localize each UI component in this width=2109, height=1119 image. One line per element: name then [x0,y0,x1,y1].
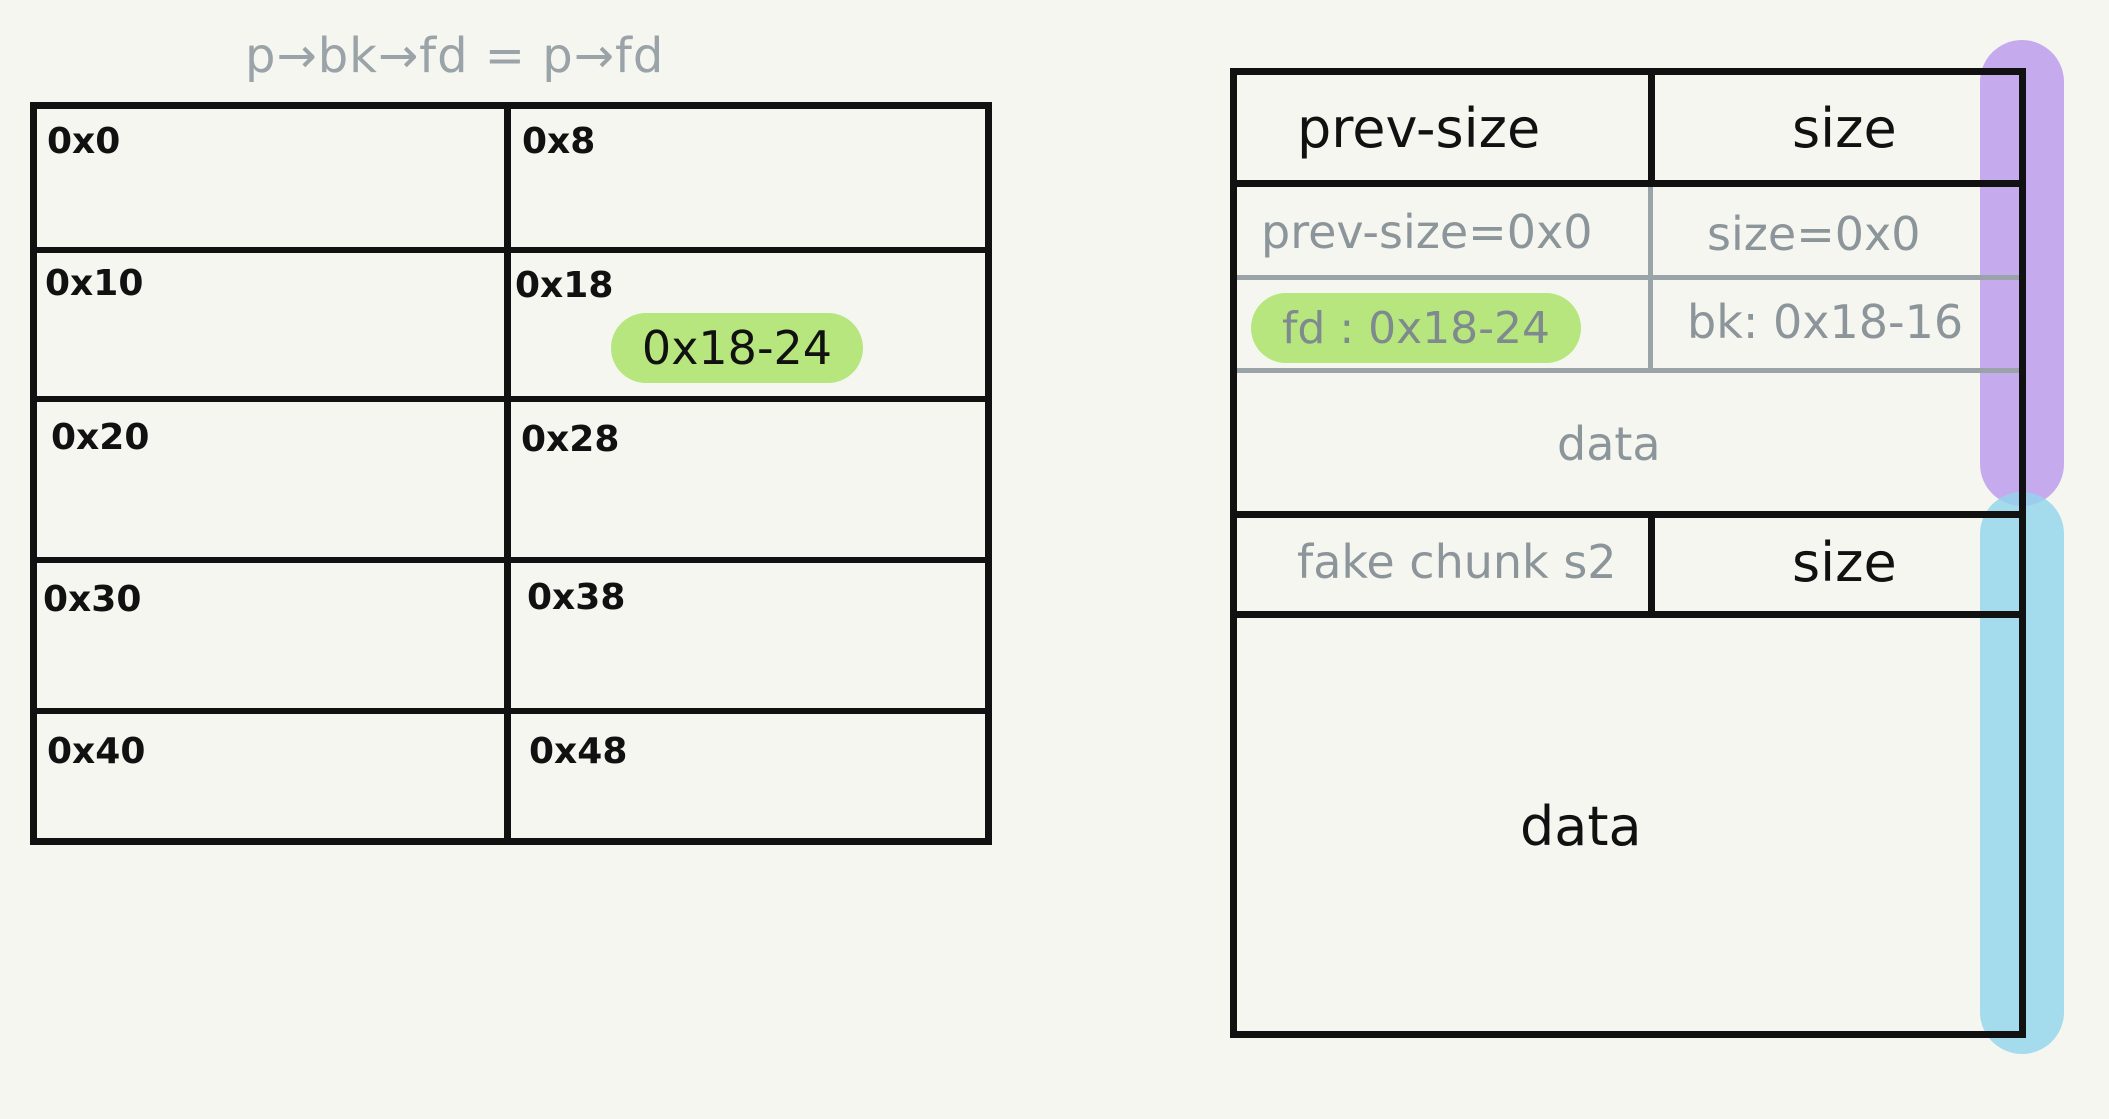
address-label: 0x38 [527,577,626,618]
chunk-boundary-line [1237,511,2019,518]
address-label: 0x8 [522,121,596,162]
fake-field-divider [1648,187,1653,373]
chunk2-data-label: data [1520,795,1642,858]
row-divider [37,247,985,253]
header-divider [1648,75,1655,187]
address-label: 0x48 [529,731,628,772]
header-bottom-line [1237,180,2019,187]
header-divider [1648,511,1655,618]
row-divider [37,708,985,714]
fd-field-highlight: fd : 0x18-24 [1251,293,1581,363]
size-label: size [1792,97,1897,160]
fake-field-line [1237,368,2019,373]
bk-field-label: bk: 0x18-16 [1687,295,1964,349]
address-label: 0x0 [47,121,121,162]
left-diagram-title: p→bk→fd = p→fd [245,28,665,84]
header-bottom-line [1237,611,2019,618]
highlight-fd-target: 0x18-24 [611,313,863,383]
row-divider [37,396,985,402]
address-label: 0x28 [521,419,620,460]
prev-size-label: prev-size [1297,97,1541,160]
address-label: 0x20 [51,417,150,458]
fake-chunk-s2-label: fake chunk s2 [1297,535,1617,589]
address-label: 0x30 [43,579,142,620]
fake-field-line [1237,275,2019,280]
chunk2-size-label: size [1792,531,1897,594]
fake-size-label: size=0x0 [1707,207,1921,261]
heap-chunk-diagram: prev-size size prev-size=0x0 size=0x0 fd… [1230,68,2026,1038]
memory-table: 0x0 0x8 0x10 0x18 0x20 0x28 0x30 0x38 0x… [30,102,992,845]
address-label: 0x40 [47,731,146,772]
address-label: 0x10 [45,263,144,304]
fake-prev-size-label: prev-size=0x0 [1261,205,1593,259]
column-divider [504,109,511,838]
chunk1-data-label: data [1557,417,1661,471]
row-divider [37,557,985,563]
address-label: 0x18 [515,265,614,306]
